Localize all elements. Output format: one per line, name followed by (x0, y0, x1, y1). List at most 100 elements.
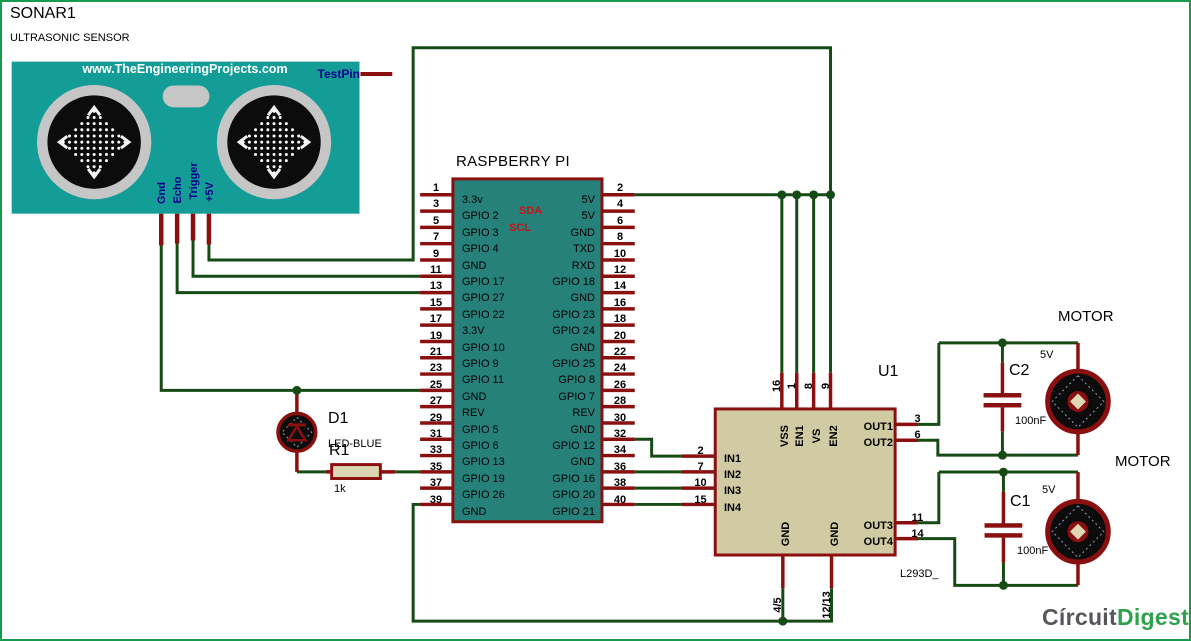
dot (117, 134, 121, 138)
dot (284, 128, 288, 132)
wire[interactable] (634, 437, 682, 458)
dot (92, 115, 96, 119)
dot (80, 140, 84, 144)
rpi-pin-number: 18 (613, 313, 627, 326)
wire[interactable] (917, 537, 1078, 587)
rpi-pin-name: GPIO 4 (462, 243, 499, 256)
l293d-pin-name: OUT4 (863, 536, 893, 548)
rpi-pin-name: GPIO 26 (462, 489, 505, 502)
dot (260, 146, 264, 150)
motor-shaft (1070, 393, 1086, 410)
rpi-pin-number: 3 (432, 198, 440, 211)
wire-junction-dot (809, 190, 819, 200)
wire-junction-dot (998, 580, 1008, 590)
capacitor-plate[interactable] (984, 533, 1023, 538)
rpi-title: RASPBERRY PI (456, 153, 570, 170)
wire[interactable] (191, 240, 421, 278)
dot (278, 152, 282, 156)
dot (92, 152, 96, 156)
dot (291, 134, 294, 138)
wire[interactable] (411, 502, 834, 623)
dot (92, 128, 96, 132)
l293d-pin-name: IN3 (724, 485, 742, 498)
dot (278, 128, 282, 132)
dot (117, 146, 121, 150)
dot (104, 128, 108, 132)
rpi-pin-name: GND (570, 456, 595, 469)
capacitor-plate[interactable] (984, 523, 1023, 528)
dot (284, 140, 288, 144)
led-symbol[interactable] (276, 411, 318, 453)
capacitor-plate[interactable] (983, 393, 1022, 398)
l293d-pin-name: IN4 (724, 501, 742, 514)
rpi-pin-name: GPIO 2 (462, 210, 499, 223)
logo-gray-text: Círcuit (1042, 604, 1117, 630)
l293d-pin-number: 1 (786, 382, 798, 390)
rpi-pin-name: GPIO 23 (552, 308, 595, 321)
dot (266, 122, 270, 126)
rpi-pin-number: 22 (613, 346, 627, 358)
rpi-pin-number: 40 (613, 493, 627, 506)
dot (272, 165, 276, 169)
led-model-label: LED-BLUE (328, 438, 382, 450)
dot (260, 159, 264, 163)
l293d-pin-number: 7 (697, 460, 704, 473)
l293d-chip[interactable] (713, 407, 897, 557)
dot (98, 115, 102, 119)
dot (68, 146, 71, 150)
rpi-pin-number: 14 (613, 280, 627, 293)
dot (297, 134, 301, 138)
wire[interactable] (159, 245, 421, 392)
l293d-pin-number: 15 (694, 493, 707, 506)
raspberry-pi-chip[interactable] (451, 177, 604, 524)
dot (74, 152, 78, 156)
dot (86, 140, 90, 144)
wire[interactable] (917, 438, 1078, 457)
dot (272, 140, 276, 144)
dot (284, 146, 288, 150)
dot (98, 122, 102, 126)
wire[interactable] (207, 46, 833, 262)
rpi-pin-name: GPIO 20 (552, 489, 595, 502)
i2c-label: SCL (509, 222, 531, 234)
dot (104, 146, 108, 150)
dot (272, 134, 276, 138)
l293d-pin-number: 14 (911, 528, 924, 540)
motor-label: MOTOR (1058, 308, 1114, 325)
wire[interactable] (175, 243, 421, 295)
dot (80, 122, 84, 126)
dot (98, 159, 102, 163)
resistor-body[interactable] (330, 463, 382, 480)
dot (86, 146, 90, 150)
dot (111, 146, 115, 150)
dot (80, 146, 84, 150)
dot (86, 134, 90, 138)
dot (260, 140, 264, 144)
rpi-pin-number: 35 (429, 460, 443, 473)
dot (260, 122, 264, 126)
dot (92, 122, 96, 126)
dot (266, 115, 270, 119)
dot (272, 122, 276, 126)
dot (104, 159, 108, 163)
l293d-pin-number: 10 (694, 477, 707, 490)
dot (297, 140, 301, 144)
wire[interactable] (917, 342, 941, 426)
rpi-pin-number: 15 (429, 296, 443, 309)
rpi-pin-number: 23 (429, 362, 443, 375)
motor-supply-label: 5V (1040, 349, 1054, 361)
l293d-pin-number: 16 (771, 379, 783, 393)
l293d-pin-name: OUT3 (863, 520, 893, 532)
rpi-pin-number: 12 (613, 264, 627, 276)
rpi-pin-name: 3.3V (462, 325, 485, 338)
circuitdigest-logo: CírcuitDigest (1042, 604, 1189, 631)
capacitor-plate[interactable] (983, 402, 1022, 408)
l293d-pin-number: 11 (911, 512, 924, 524)
dot (278, 122, 282, 126)
sonar-crystal-oval (162, 85, 210, 108)
dot (74, 128, 78, 132)
wire-junction-dot (998, 467, 1008, 477)
rpi-pin-number: 21 (429, 346, 443, 358)
rpi-pin-number: 27 (429, 395, 443, 408)
wire[interactable] (917, 472, 941, 525)
